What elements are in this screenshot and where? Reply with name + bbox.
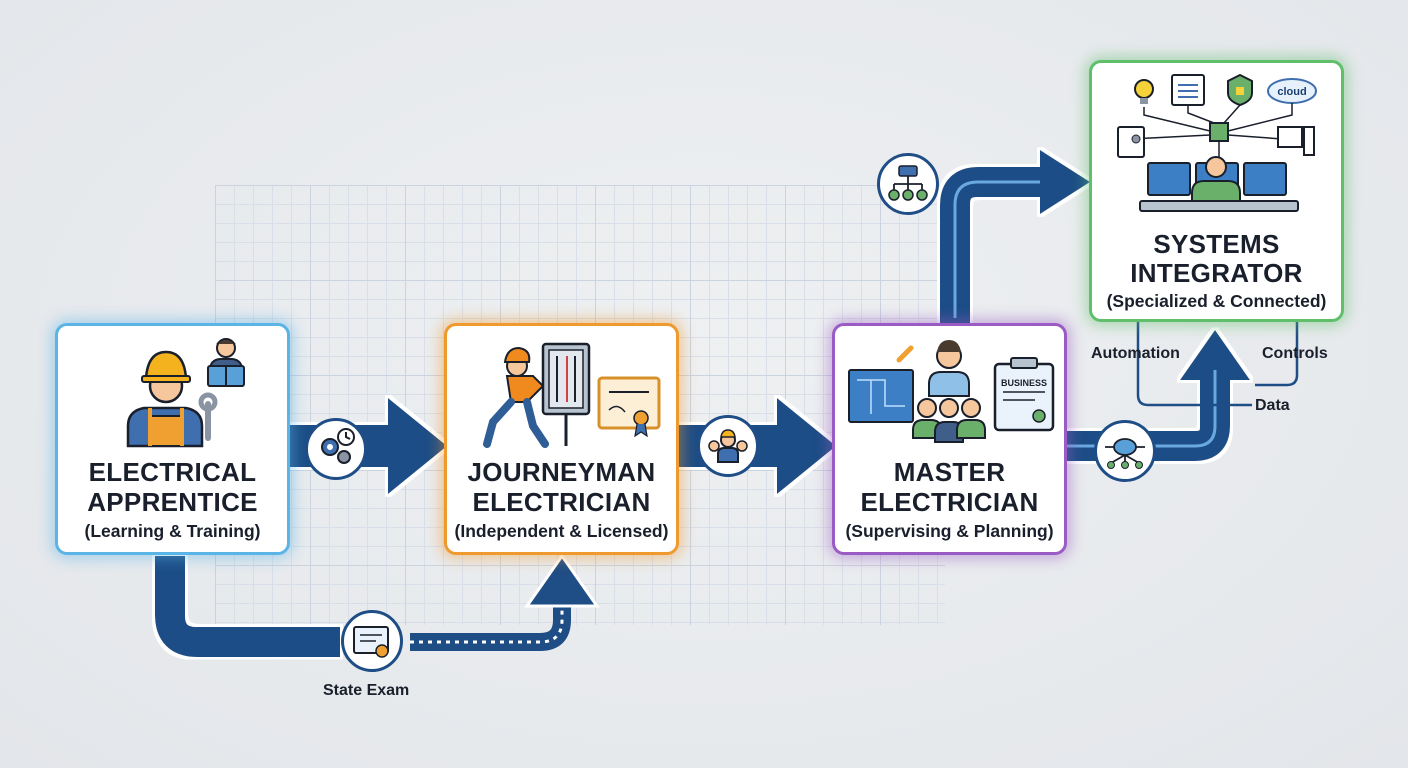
gears-icon <box>321 428 355 464</box>
cloud-network-icon <box>1105 438 1145 469</box>
certificate-badge <box>341 610 403 672</box>
feedback-lines <box>1136 322 1299 407</box>
automation-label: Automation <box>1091 345 1180 362</box>
hierarchy-badge <box>877 153 939 215</box>
integrator-title-line2: INTEGRATOR <box>1130 258 1303 288</box>
certificate-icon <box>353 626 389 658</box>
arrow-master-to-integrator <box>940 150 1090 323</box>
workers-badge <box>697 415 759 477</box>
journeyman-subtitle: (Independent & Licensed) <box>454 521 669 541</box>
master-title-line1: MASTER <box>893 457 1006 487</box>
apprentice-title-line1: ELECTRICAL <box>88 457 257 487</box>
org-chart-icon <box>888 165 928 201</box>
state-exam-path <box>155 556 340 657</box>
apprentice-subtitle: (Learning & Training) <box>84 521 261 541</box>
integrator-title-line1: SYSTEMS <box>1153 229 1280 259</box>
journeyman-title-line1: JOURNEYMAN <box>467 457 656 487</box>
business-label: BUSINESS <box>1001 378 1047 388</box>
arrow-exam-up <box>524 553 600 608</box>
stage-card-apprentice: ELECTRICAL APPRENTICE (Learning & Traini… <box>55 323 290 555</box>
controls-label: Controls <box>1262 345 1328 362</box>
apprentice-title-line2: APPRENTICE <box>87 487 258 517</box>
journeyman-title-line2: ELECTRICIAN <box>472 487 651 517</box>
integrator-subtitle: (Specialized & Connected) <box>1106 291 1327 311</box>
journeyman-panel-icon <box>483 342 661 448</box>
network-badge <box>1094 420 1156 482</box>
integrator-control-room-icon: cloud <box>1117 73 1317 212</box>
stage-card-master: BUSINESS MASTER ELECTRICIAN (Supervising… <box>832 323 1067 555</box>
master-team-icon: BUSINESS <box>848 340 1055 443</box>
stage-card-journeyman: JOURNEYMAN ELECTRICIAN (Independent & Li… <box>444 323 679 555</box>
state-exam-label: State Exam <box>323 682 410 699</box>
stage-card-integrator: cloud SYSTEMS INTEGRATOR (Specialized & … <box>1089 60 1344 322</box>
data-label: Data <box>1255 397 1290 414</box>
gears-clock-badge <box>305 418 367 480</box>
cloud-label: cloud <box>1277 86 1306 98</box>
master-subtitle: (Supervising & Planning) <box>845 521 1054 541</box>
workers-icon <box>708 429 748 463</box>
apprentice-worker-icon <box>126 338 245 448</box>
master-title-line2: ELECTRICIAN <box>860 487 1039 517</box>
